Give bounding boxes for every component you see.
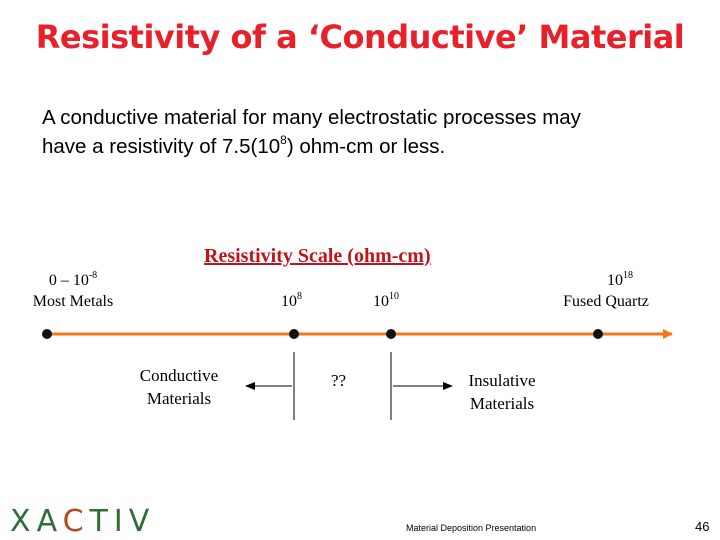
quartz-name: Fused Quartz bbox=[563, 293, 649, 310]
unknown-region-label: ?? bbox=[331, 371, 347, 390]
page-number: 46 bbox=[695, 519, 710, 534]
mark-10-8-base: 10 bbox=[281, 293, 297, 310]
scale-title: Resistivity Scale (ohm-cm) bbox=[204, 245, 431, 267]
axis-dot-10-8 bbox=[289, 329, 299, 339]
axis-dot-quartz bbox=[593, 329, 603, 339]
mark-10-8-label: 108 bbox=[281, 291, 302, 312]
intro-line-2-post: ) ohm-cm or less. bbox=[286, 135, 446, 158]
intro-text: A conductive material for many electrost… bbox=[42, 103, 702, 161]
xactiv-logo: XACTIV bbox=[10, 504, 155, 535]
conductive-line-2: Materials bbox=[146, 389, 212, 408]
svg-text:XACTIV: XACTIV bbox=[10, 504, 155, 535]
mark-10-8-exponent: 8 bbox=[297, 291, 302, 302]
intro-line-2-exponent: 8 bbox=[280, 133, 287, 147]
mark-10-10-exponent: 10 bbox=[389, 291, 399, 302]
axis-dot-10-10 bbox=[386, 329, 396, 339]
quartz-exponent: 18 bbox=[623, 270, 633, 281]
metals-name: Most Metals bbox=[32, 293, 114, 310]
insulative-materials-label: Insulative Materials bbox=[448, 369, 556, 415]
axis-dot-metals bbox=[42, 329, 52, 339]
intro-line-2-pre: have a resistivity of 7.5(10 bbox=[42, 135, 281, 158]
insulative-line-1: Insulative bbox=[468, 371, 536, 390]
mark-10-10-base: 10 bbox=[373, 293, 389, 310]
slide-title: Resistivity of a ‘Conductive’ Material bbox=[35, 18, 685, 56]
conductive-line-1: Conductive bbox=[139, 366, 219, 385]
most-metals-label: 0 – 10-8 Most Metals bbox=[18, 270, 128, 312]
conductive-materials-label: Conductive Materials bbox=[120, 364, 238, 410]
metals-range-exponent: -8 bbox=[88, 270, 98, 281]
quartz-base: 10 bbox=[607, 272, 623, 289]
metals-range: 0 – 10 bbox=[48, 272, 89, 289]
intro-line-1: A conductive material for many electrost… bbox=[42, 106, 581, 129]
presentation-name: Material Deposition Presentation bbox=[406, 523, 537, 533]
fused-quartz-label: 1018 Fused Quartz bbox=[550, 270, 662, 312]
mark-10-10-label: 1010 bbox=[373, 291, 399, 312]
insulative-line-2: Materials bbox=[469, 394, 535, 413]
